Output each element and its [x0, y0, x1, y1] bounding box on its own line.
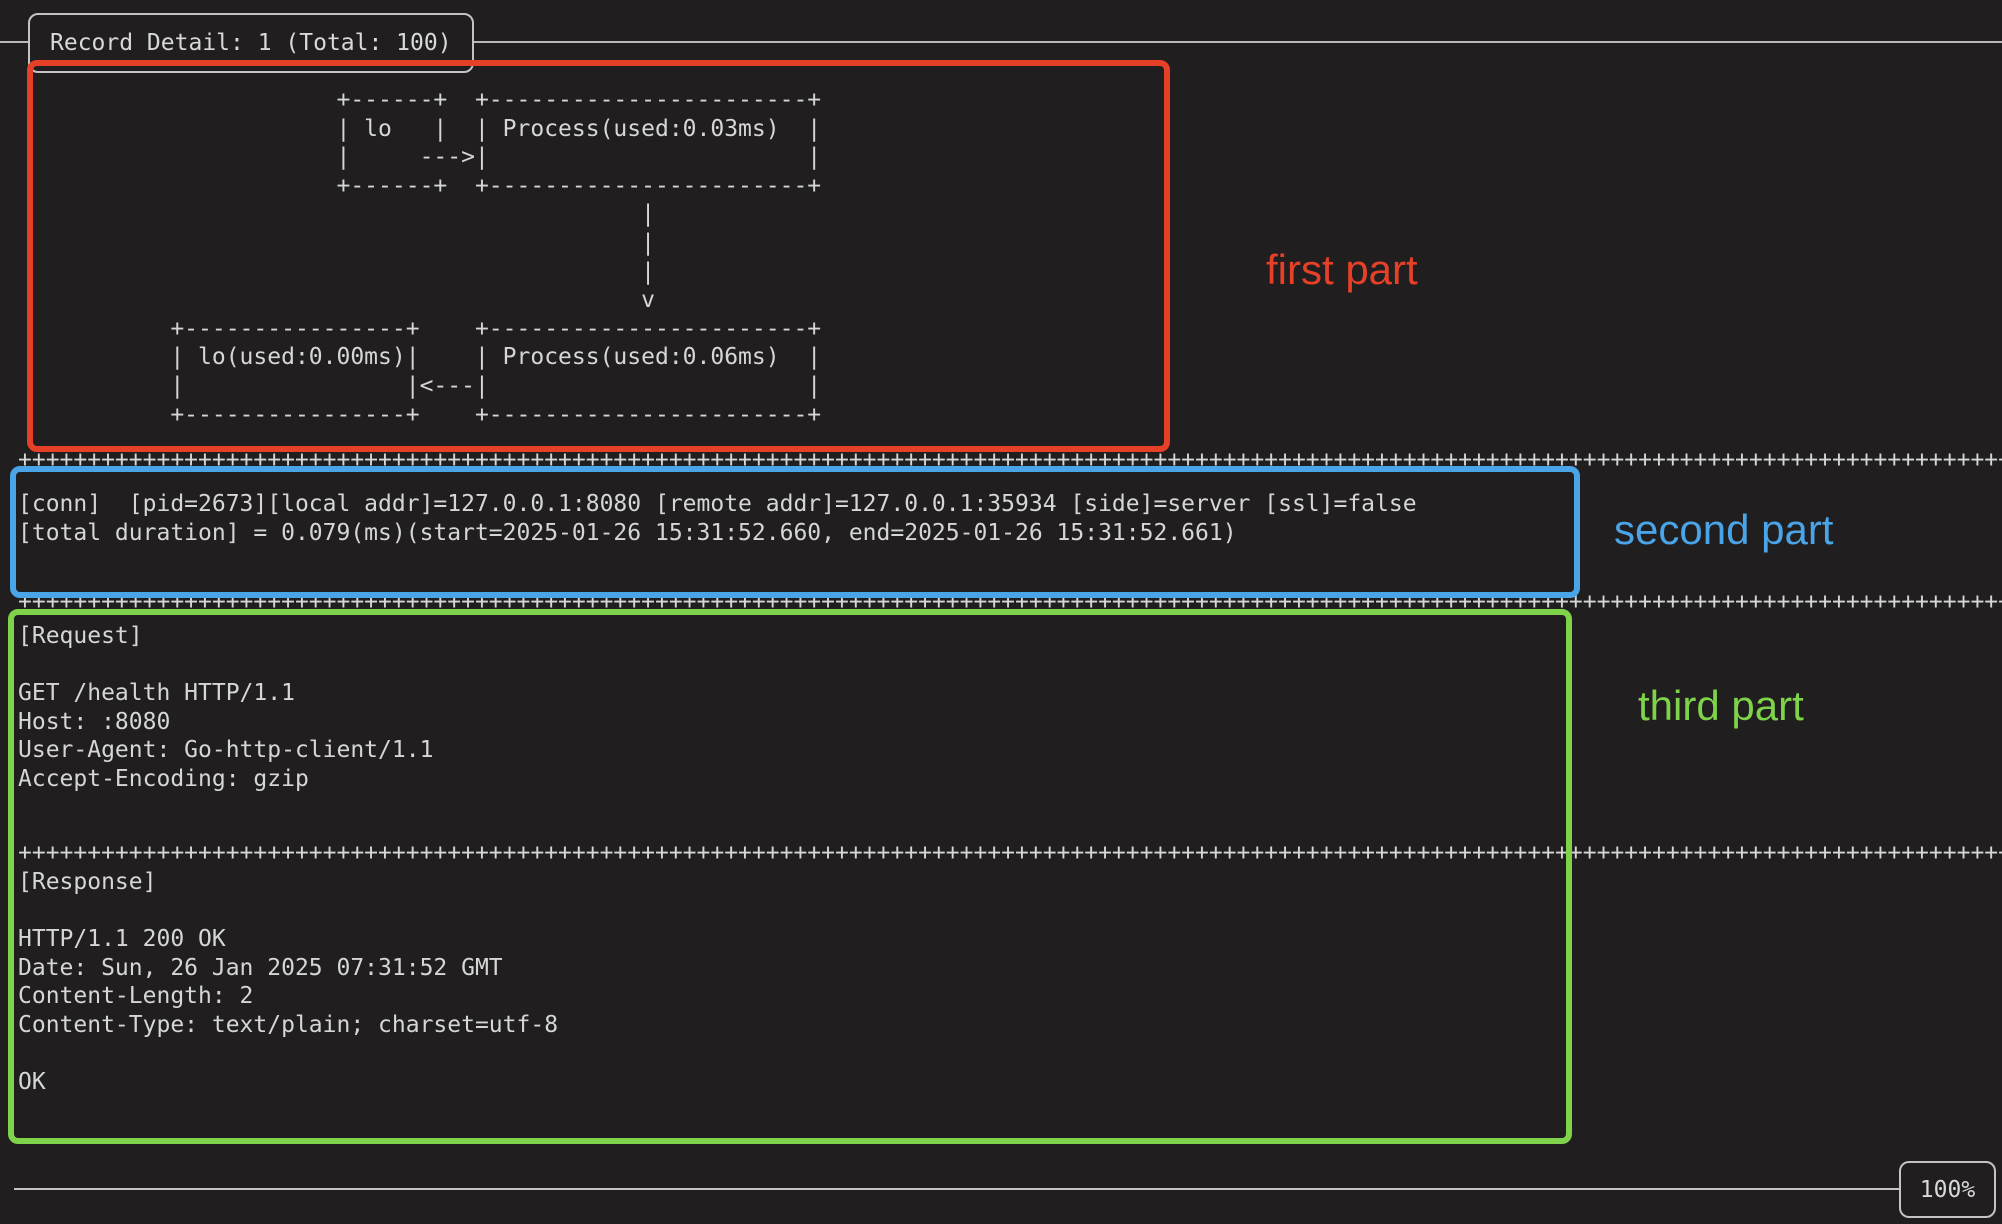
annotation-third-part-box	[8, 609, 1572, 1144]
annotation-third-part-label: third part	[1638, 682, 1804, 729]
annotation-first-part-box	[27, 60, 1170, 452]
request-section: [Request] GET /health HTTP/1.1 Host: :80…	[18, 623, 434, 792]
panel-title: Record Detail: 1 (Total: 100)	[50, 30, 452, 56]
annotation-second-part-box	[10, 466, 1580, 598]
separator-bottom: ++++++++++++++++++++++++++++++++++++++++…	[18, 840, 2002, 866]
panel-bottom-border	[14, 1188, 1910, 1190]
scroll-percent-value: 100%	[1919, 1176, 1976, 1203]
flow-diagram: +------+ +-----------------------+ | lo …	[170, 87, 822, 428]
connection-summary: [conn] [pid=2673][local addr]=127.0.0.1:…	[18, 491, 1417, 546]
panel-top-border	[0, 41, 2002, 43]
annotation-second-part-label: second part	[1614, 506, 1834, 553]
response-section: [Response] HTTP/1.1 200 OK Date: Sun, 26…	[18, 869, 559, 1096]
scroll-percent-indicator: 100%	[1899, 1161, 1996, 1218]
annotation-first-part-label: first part	[1266, 246, 1418, 293]
